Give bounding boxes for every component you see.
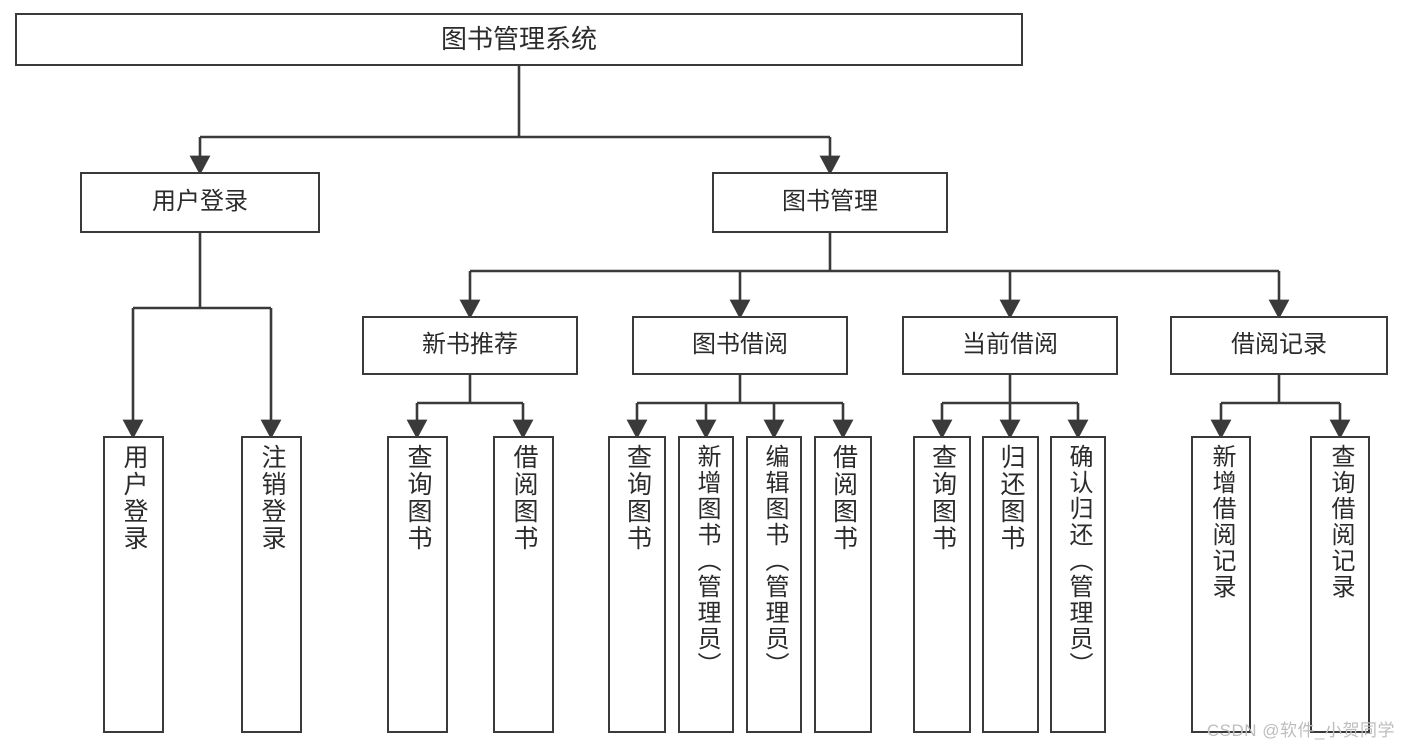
node-label: 注销登录 xyxy=(258,444,286,552)
leaf-logout[interactable]: 注销登录 xyxy=(241,436,302,733)
leaf-query-book-current[interactable]: 查询图书 xyxy=(913,436,971,733)
leaf-edit-book-admin[interactable]: 编辑图书（管理员） xyxy=(746,436,802,733)
leaf-user-login[interactable]: 用户登录 xyxy=(103,436,164,733)
node-label: 用户登录 xyxy=(120,444,148,552)
leaf-return-book[interactable]: 归还图书 xyxy=(982,436,1039,733)
leaf-confirm-return-admin[interactable]: 确认归还（管理员） xyxy=(1050,436,1106,733)
node-label: 确认归还（管理员） xyxy=(1065,444,1092,678)
node-label: 借阅记录 xyxy=(1231,331,1327,359)
node-label: 新增借阅记录 xyxy=(1208,444,1235,600)
leaf-query-book-borrow[interactable]: 查询图书 xyxy=(608,436,666,733)
node-user-login[interactable]: 用户登录 xyxy=(80,172,320,233)
leaf-add-book-admin[interactable]: 新增图书（管理员） xyxy=(678,436,734,733)
node-label: 新书推荐 xyxy=(422,331,518,359)
node-label: 归还图书 xyxy=(997,444,1025,552)
node-current-borrow[interactable]: 当前借阅 xyxy=(902,316,1118,375)
leaf-borrow-book[interactable]: 借阅图书 xyxy=(814,436,872,733)
node-label: 查询图书 xyxy=(404,444,432,552)
leaf-borrow-book-recommend[interactable]: 借阅图书 xyxy=(493,436,554,733)
leaf-query-book-recommend[interactable]: 查询图书 xyxy=(387,436,448,733)
node-root-system[interactable]: 图书管理系统 xyxy=(15,13,1023,66)
node-label: 图书管理 xyxy=(782,188,878,216)
node-label: 图书借阅 xyxy=(692,331,788,359)
node-label: 用户登录 xyxy=(152,188,248,216)
node-label: 借阅图书 xyxy=(829,444,858,552)
node-label: 图书管理系统 xyxy=(440,24,597,55)
watermark: CSDN @软件_小贺同学 xyxy=(1206,721,1395,740)
node-label: 编辑图书（管理员） xyxy=(761,444,788,678)
leaf-query-borrow-record[interactable]: 查询借阅记录 xyxy=(1310,436,1370,733)
node-label: 借阅图书 xyxy=(510,444,538,552)
node-new-book-recommend[interactable]: 新书推荐 xyxy=(362,316,578,375)
node-book-management[interactable]: 图书管理 xyxy=(712,172,948,233)
node-label: 查询借阅记录 xyxy=(1327,444,1354,600)
node-book-borrow[interactable]: 图书借阅 xyxy=(632,316,848,375)
node-label: 查询图书 xyxy=(623,444,652,552)
node-label: 新增图书（管理员） xyxy=(693,444,720,678)
node-label: 当前借阅 xyxy=(962,331,1058,359)
leaf-add-borrow-record[interactable]: 新增借阅记录 xyxy=(1191,436,1251,733)
node-borrow-records[interactable]: 借阅记录 xyxy=(1170,316,1388,375)
node-label: 查询图书 xyxy=(928,444,957,552)
